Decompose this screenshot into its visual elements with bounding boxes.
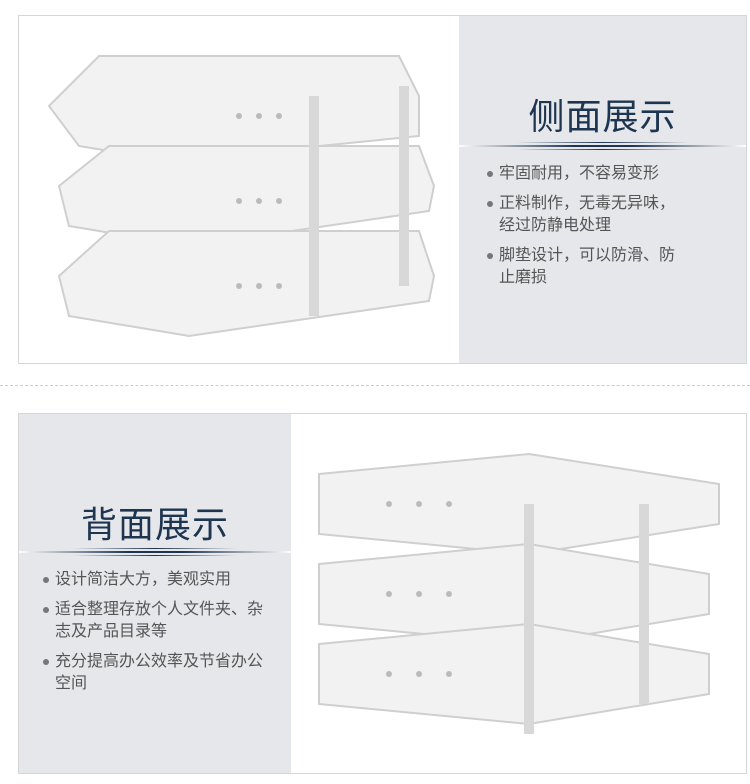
section-divider xyxy=(0,385,750,386)
side-view-features: 牢固耐用，不容易变形 正料制作，无毒无异味，经过防静电处理 脚垫设计，可以防滑、… xyxy=(485,162,685,296)
title-divider xyxy=(19,548,291,556)
side-view-info: 侧面展示 牢固耐用，不容易变形 正料制作，无毒无异味，经过防静电处理 脚垫设计，… xyxy=(459,16,746,363)
file-tray-back-image xyxy=(318,452,720,734)
back-view-features: 设计简洁大方，美观实用 适合整理存放个人文件夹、杂志及产品目录等 充分提高办公效… xyxy=(41,568,271,702)
back-view-info: 背面展示 设计简洁大方，美观实用 适合整理存放个人文件夹、杂志及产品目录等 充分… xyxy=(19,414,291,773)
back-view-panel: 背面展示 设计简洁大方，美观实用 适合整理存放个人文件夹、杂志及产品目录等 充分… xyxy=(18,413,747,774)
title-divider xyxy=(459,142,746,150)
file-tray-side-image xyxy=(47,55,436,338)
side-view-title: 侧面展示 xyxy=(528,97,677,138)
back-view-title: 背面展示 xyxy=(80,505,229,546)
feature-item: 牢固耐用，不容易变形 xyxy=(485,162,685,184)
side-view-panel: 侧面展示 牢固耐用，不容易变形 正料制作，无毒无异味，经过防静电处理 脚垫设计，… xyxy=(18,15,747,364)
feature-item: 充分提高办公效率及节省办公空间 xyxy=(41,650,271,694)
feature-item: 设计简洁大方，美观实用 xyxy=(41,568,271,590)
feature-item: 正料制作，无毒无异味，经过防静电处理 xyxy=(485,192,685,236)
feature-item: 脚垫设计，可以防滑、防止磨损 xyxy=(485,244,685,288)
feature-item: 适合整理存放个人文件夹、杂志及产品目录等 xyxy=(41,598,271,642)
